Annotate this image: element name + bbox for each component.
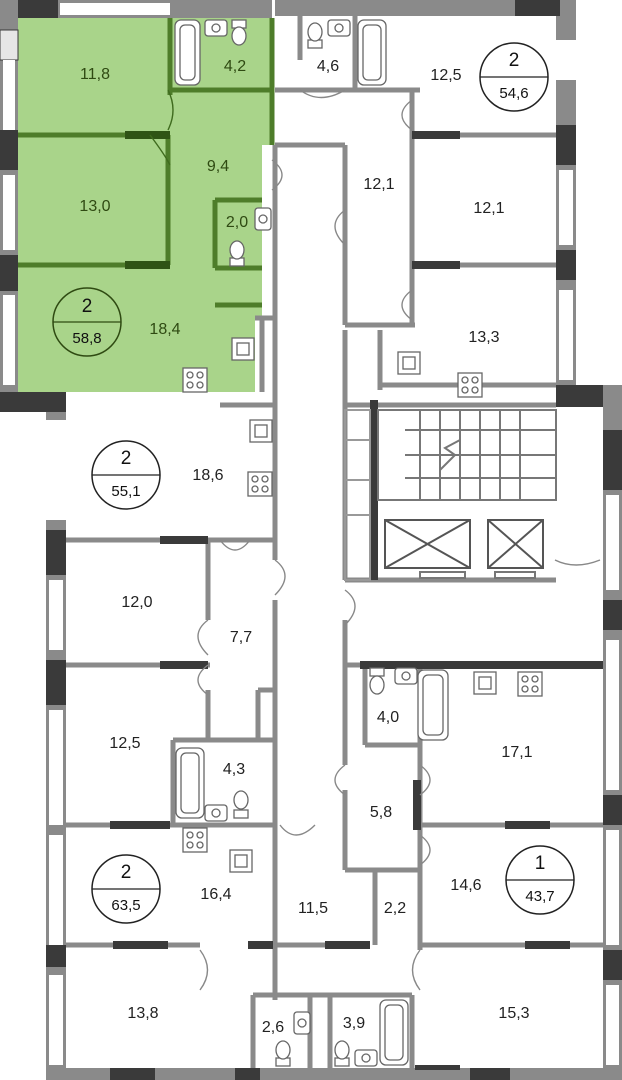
room-area-label: 13,3 bbox=[468, 329, 499, 346]
toilet-icon bbox=[229, 19, 385, 1067]
apartment-area: 63,5 bbox=[111, 897, 140, 914]
elevator-shafts bbox=[384, 519, 544, 579]
sink-icon bbox=[204, 19, 418, 1067]
room-area-label: 18,4 bbox=[149, 321, 180, 338]
stair-core bbox=[377, 409, 557, 501]
wall-accents bbox=[110, 131, 603, 1070]
apartment-badge[interactable]: 1 43,7 bbox=[505, 845, 575, 915]
room-labels: 11,8 4,2 13,0 9,4 2,0 18,4 4,6 12,5 12,1… bbox=[79, 58, 532, 1036]
kitchen-sink-icon bbox=[229, 337, 497, 873]
apartment-area: 43,7 bbox=[525, 888, 554, 905]
room-area-label: 3,9 bbox=[343, 1015, 365, 1032]
room-area-label: 15,3 bbox=[498, 1005, 529, 1022]
bathtub-icon bbox=[175, 747, 205, 819]
bathtub-icon bbox=[417, 669, 449, 741]
apartment-rooms: 2 bbox=[82, 296, 93, 317]
room-area-label: 12,1 bbox=[473, 200, 504, 217]
apartment-badge[interactable]: 2 54,6 bbox=[479, 42, 549, 112]
room-area-label: 2,0 bbox=[226, 214, 248, 231]
room-area-label: 18,6 bbox=[192, 467, 223, 484]
apartment-area: 58,8 bbox=[72, 330, 101, 347]
room-area-label: 14,6 bbox=[450, 877, 481, 894]
room-area-label: 13,0 bbox=[79, 198, 110, 215]
room-area-label: 7,7 bbox=[230, 629, 252, 646]
apartment-badge[interactable]: 2 55,1 bbox=[91, 440, 161, 510]
room-area-label: 17,1 bbox=[501, 744, 532, 761]
room-area-label: 12,5 bbox=[109, 735, 140, 752]
room-area-label: 4,6 bbox=[317, 58, 339, 75]
room-area-label: 5,8 bbox=[370, 804, 392, 821]
room-area-label: 4,3 bbox=[223, 761, 245, 778]
apartment-rooms: 2 bbox=[121, 448, 132, 469]
bathtub-icon bbox=[174, 19, 201, 86]
room-area-label: 12,1 bbox=[363, 176, 394, 193]
room-area-label: 12,5 bbox=[430, 67, 461, 84]
room-area-label: 12,0 bbox=[121, 594, 152, 611]
apartment-rooms: 1 bbox=[535, 853, 546, 874]
stove-icon bbox=[182, 367, 543, 853]
bathtub-icon bbox=[379, 999, 409, 1066]
apartment-badge[interactable]: 2 63,5 bbox=[91, 854, 161, 924]
apartment-a1-windows bbox=[125, 131, 170, 269]
doors bbox=[149, 89, 601, 991]
apartment-badge[interactable]: 2 58,8 bbox=[52, 287, 122, 357]
apartment-rooms: 2 bbox=[121, 862, 132, 883]
bathtub-icon bbox=[357, 19, 387, 86]
room-area-label: 2,6 bbox=[262, 1019, 284, 1036]
shafts bbox=[344, 409, 371, 581]
room-area-label: 11,8 bbox=[80, 66, 110, 83]
apartment-area: 55,1 bbox=[111, 483, 140, 500]
room-area-label: 2,2 bbox=[384, 900, 406, 917]
room-area-label: 11,5 bbox=[298, 900, 328, 917]
apartment-area: 54,6 bbox=[499, 85, 528, 102]
room-area-label: 4,2 bbox=[224, 58, 246, 75]
room-area-label: 13,8 bbox=[127, 1005, 158, 1022]
room-area-label: 9,4 bbox=[207, 158, 229, 175]
apartment-rooms: 2 bbox=[509, 50, 520, 71]
room-area-label: 16,4 bbox=[200, 886, 231, 903]
apartment-a1-area[interactable] bbox=[18, 18, 272, 392]
room-area-label: 4,0 bbox=[377, 709, 399, 726]
